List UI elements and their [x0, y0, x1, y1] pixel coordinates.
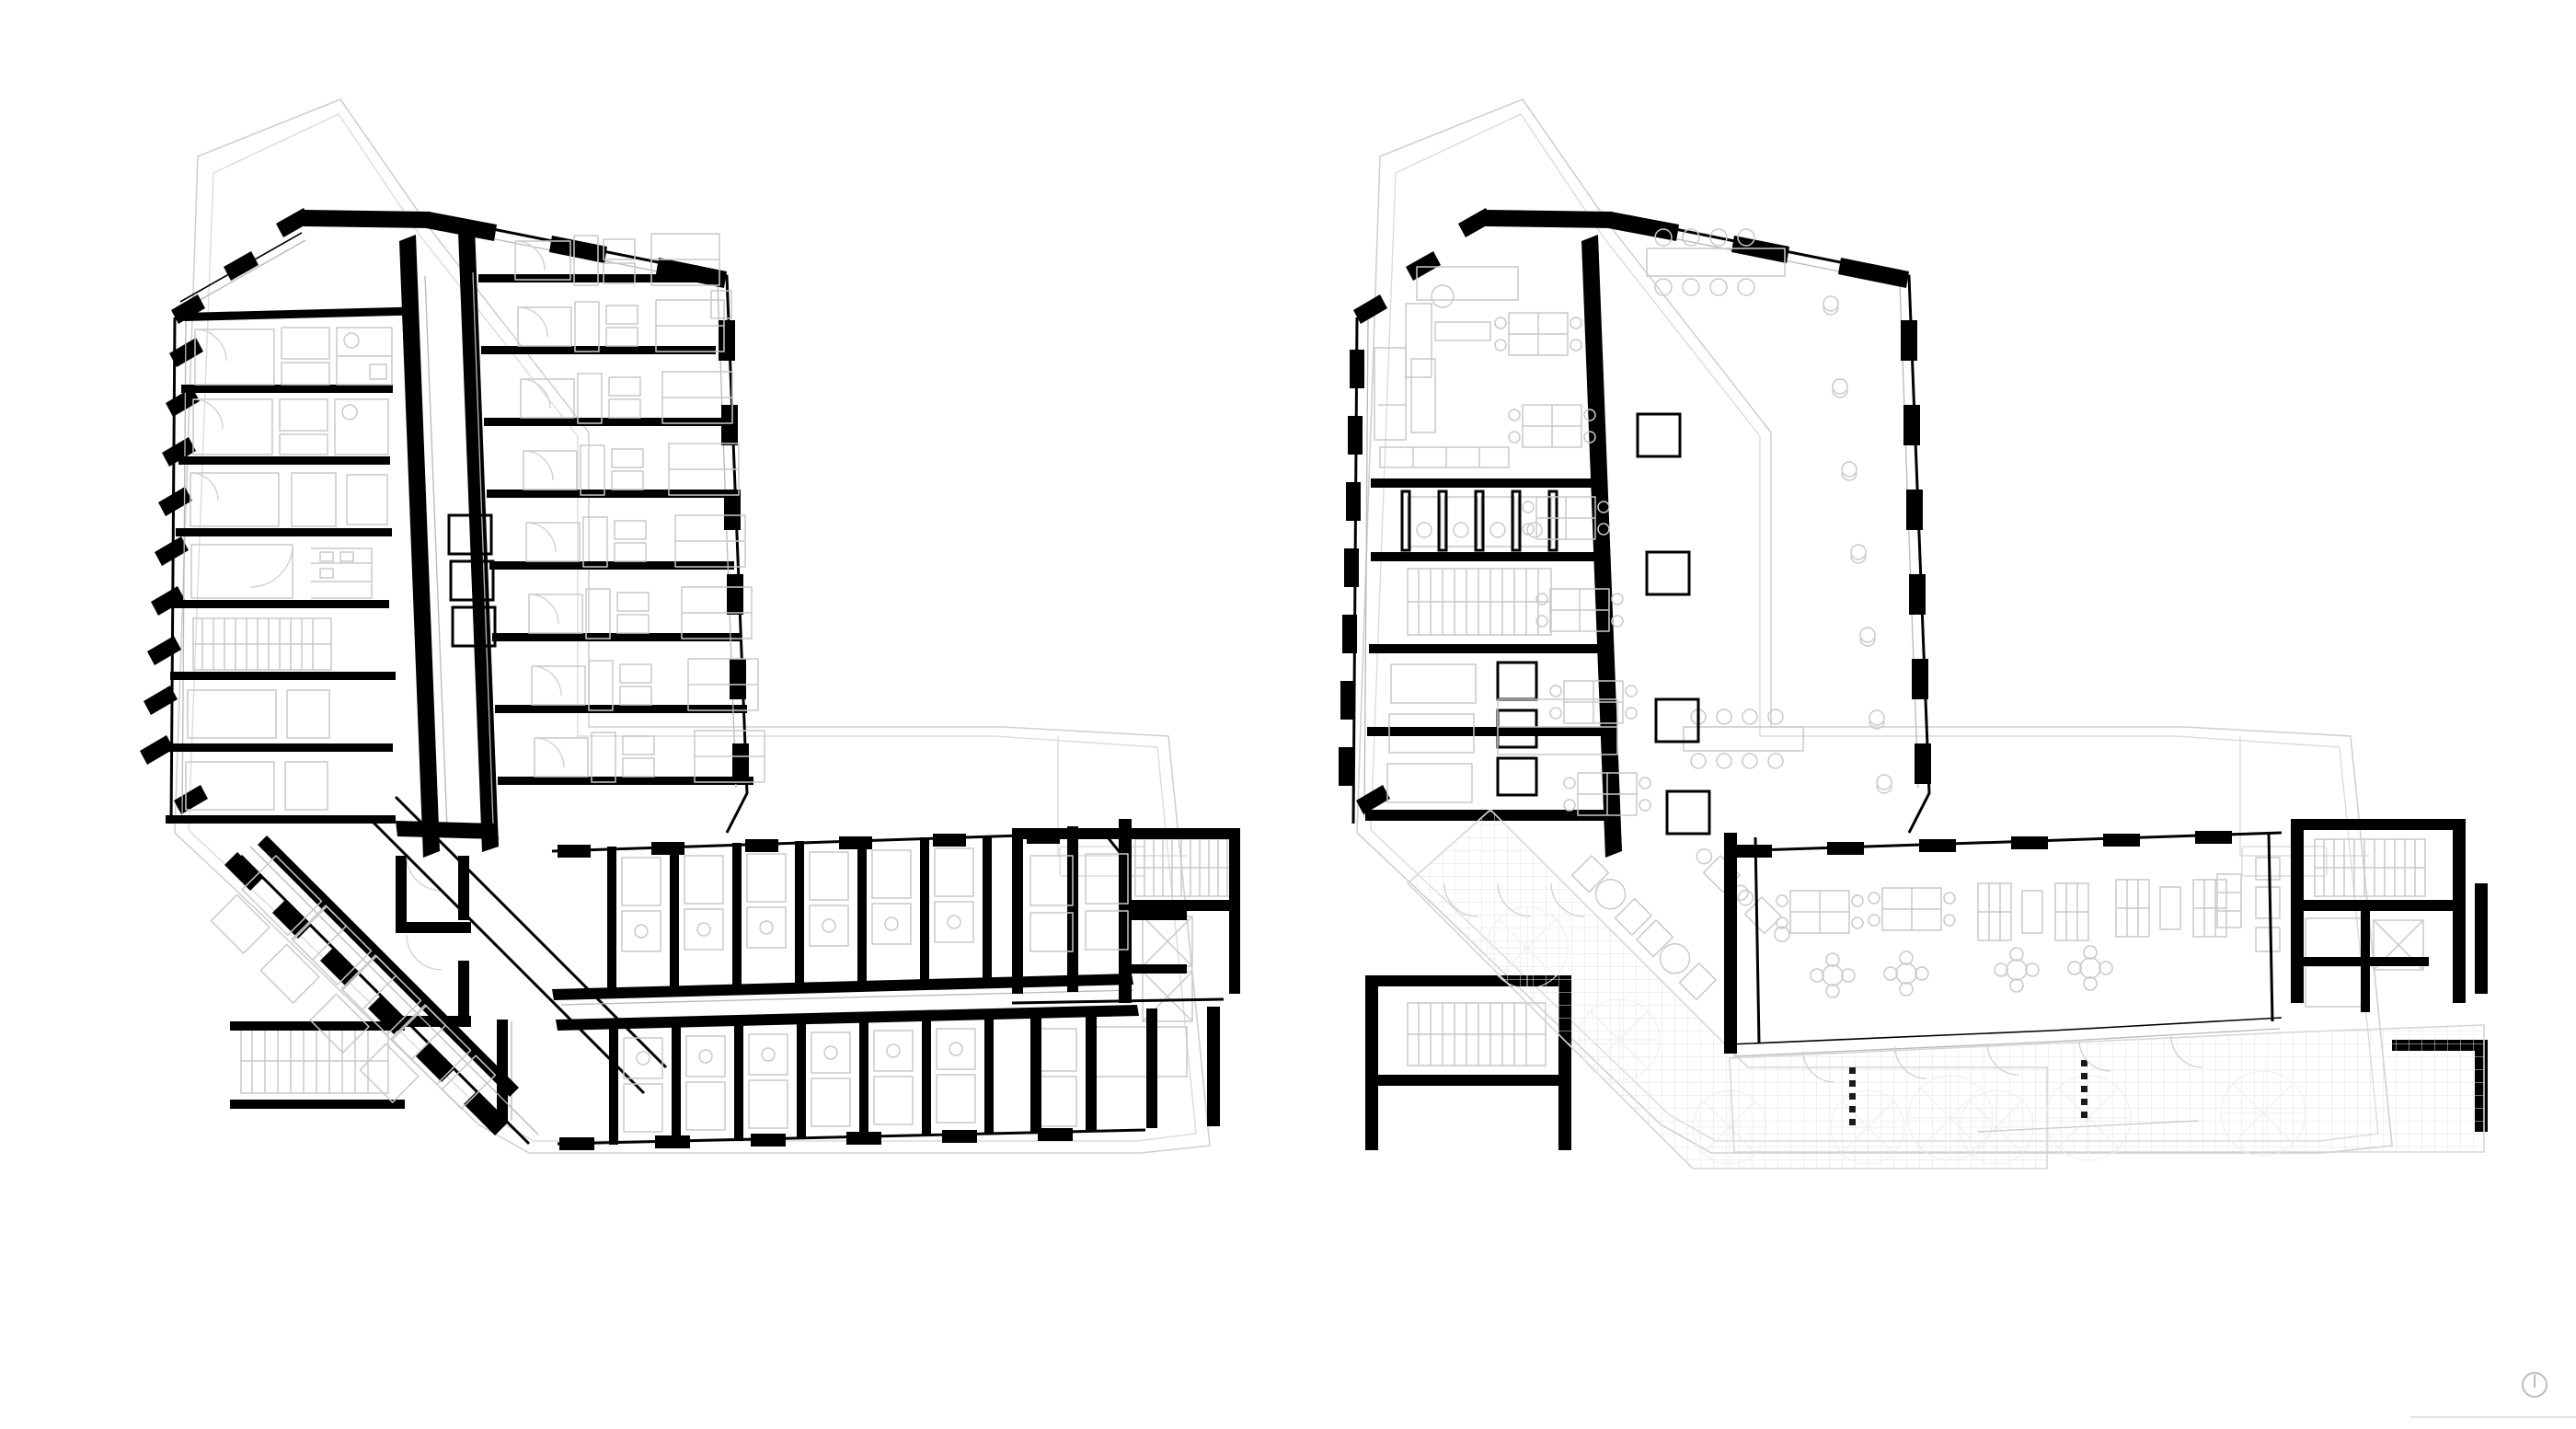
north-wing-right	[1339, 208, 1931, 858]
stair-core-south-right	[1407, 1002, 1547, 1066]
service-shafts-left	[447, 513, 497, 648]
open-plan-office-right	[1494, 228, 1892, 816]
restaurant-wing-right	[1724, 831, 2283, 1057]
south-wing-party-walls-north	[607, 836, 992, 992]
room-unit	[190, 472, 388, 527]
west-facade-north-wing	[140, 208, 311, 824]
stair-core-south-left	[240, 1028, 389, 1094]
south-wing-party-walls-south	[609, 1012, 994, 1145]
corridor-north-wing	[399, 226, 499, 858]
diagonal-room-furniture	[210, 855, 497, 1110]
room-unit	[194, 327, 393, 386]
south-wing-left	[551, 819, 1240, 1150]
restaurant-terrace-doors	[1802, 1035, 2203, 1083]
room-unit	[514, 233, 720, 286]
room-unit	[523, 443, 740, 496]
room-unit	[192, 398, 389, 455]
west-facade-right	[1339, 208, 1493, 824]
party-walls-west-row	[166, 306, 406, 824]
lounge-right	[1374, 266, 1519, 468]
shafts-right	[1636, 412, 1711, 836]
north-arrow-icon	[2522, 1372, 2547, 1398]
stair-core-north	[192, 617, 332, 671]
room-unit	[528, 586, 753, 640]
site-boundary-right	[1356, 98, 2393, 1154]
rooms-east-row	[514, 233, 765, 783]
south-terrace-right	[1729, 1024, 2485, 1161]
diagonal-wing-left	[210, 795, 668, 1146]
elbow-lobby-left	[230, 821, 512, 1121]
sheet-footer	[2410, 1372, 2576, 1418]
room-unit	[531, 658, 759, 711]
stair-core-east-left	[1134, 838, 1237, 897]
restaurant-north-piers	[1735, 831, 2232, 858]
terrace-doors	[1443, 882, 1585, 917]
restaurant-furniture	[1776, 857, 2281, 998]
room-unit	[534, 730, 765, 783]
meeting-room-right	[1497, 698, 1618, 755]
south-wing-beds-south	[623, 1028, 976, 1133]
north-gable	[303, 210, 431, 228]
south-wing-south-piers	[559, 1128, 1073, 1150]
east-facade-right	[1608, 212, 1931, 834]
wc-block-right	[1400, 490, 1558, 552]
plan-left-residential	[140, 98, 1240, 1154]
bollard-markers	[1849, 1060, 2087, 1125]
east-core-left	[1011, 819, 1240, 1132]
stair-core-east-right	[2314, 838, 2426, 897]
plan-right-ground-floor	[1339, 98, 2488, 1170]
room-unit	[517, 290, 732, 352]
room-unit	[520, 371, 733, 424]
common-kitchen	[190, 544, 373, 599]
rooms-west-row	[185, 327, 393, 811]
south-wing-beds-north	[621, 847, 974, 952]
north-wing-left	[140, 208, 765, 858]
room-unit	[525, 514, 746, 568]
room-unit	[187, 689, 330, 739]
stair-core-north-right	[1407, 568, 1552, 636]
room-unit	[185, 761, 328, 811]
